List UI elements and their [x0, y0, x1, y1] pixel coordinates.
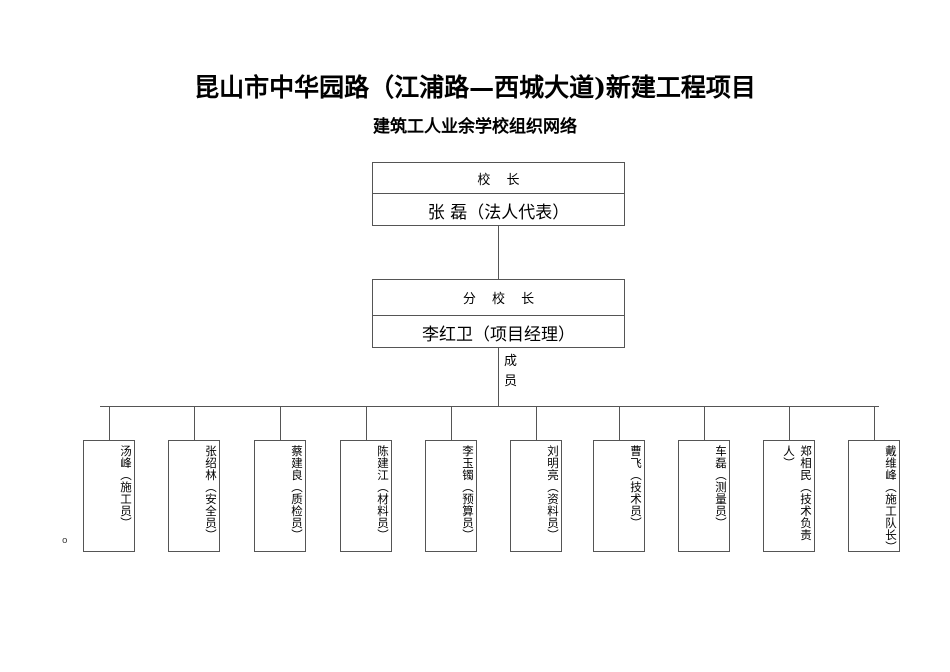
member-label: 曹飞（技术员）: [629, 445, 643, 529]
member-label: 戴维峰（施工队长）: [884, 445, 898, 552]
members-group-label-char-2: 员: [504, 374, 518, 389]
member-connector: [451, 406, 452, 440]
members-bus-line: [100, 406, 879, 407]
members-group-label-char-1: 成: [504, 354, 518, 369]
member-box: 汤峰（施工员）: [83, 440, 135, 552]
node-vice-principal-role: 分 校 长: [462, 292, 541, 307]
member-box: 陈建江（材料员）: [340, 440, 392, 552]
member-connector: [280, 406, 281, 440]
node-vice-principal: 分 校 长 李红卫（项目经理）: [372, 279, 625, 348]
member-label: 张绍林（安全员）: [204, 445, 218, 541]
connector-vice-to-members-bus: [498, 348, 499, 406]
member-label: 汤峰（施工员）: [119, 445, 133, 529]
member-connector: [619, 406, 620, 440]
member-box: 张绍林（安全员）: [168, 440, 220, 552]
member-connector: [789, 406, 790, 440]
member-box: 戴维峰（施工队长）: [848, 440, 900, 552]
member-box: 刘明亮（资料员）: [510, 440, 562, 552]
stray-artifact-glyph: о: [62, 536, 68, 546]
member-box: 车磊（测量员）: [678, 440, 730, 552]
member-box: 曹飞（技术员）: [593, 440, 645, 552]
page-title: 昆山市中华园路（江浦路—西城大道)新建工程项目: [194, 73, 756, 102]
members-group-label: 成 员: [504, 352, 524, 392]
member-connector: [194, 406, 195, 440]
member-connector: [536, 406, 537, 440]
node-principal-person: 张 磊（法人代表）: [373, 193, 624, 226]
member-connector: [874, 406, 875, 440]
member-box: 郑相民（技术负责人）: [763, 440, 815, 552]
page-subtitle: 建筑工人业余学校组织网络: [373, 117, 577, 137]
member-label: 刘明亮（资料员）: [546, 445, 560, 541]
member-label: 郑相民（技术负责人）: [782, 445, 813, 541]
member-box: 李玉镯（预算员）: [425, 440, 477, 552]
member-connector: [366, 406, 367, 440]
member-label: 蔡建良（质检员）: [290, 445, 304, 541]
member-connector: [109, 406, 110, 440]
node-principal: 校 长 张 磊（法人代表）: [372, 162, 625, 226]
connector-principal-to-vice: [498, 226, 499, 279]
member-box: 蔡建良（质检员）: [254, 440, 306, 552]
member-connector: [704, 406, 705, 440]
node-vice-principal-person: 李红卫（项目经理）: [373, 315, 624, 348]
node-principal-role: 校 长: [477, 172, 526, 188]
member-label: 陈建江（材料员）: [376, 445, 390, 541]
member-label: 李玉镯（预算员）: [461, 445, 475, 541]
member-label: 车磊（测量员）: [714, 445, 728, 529]
